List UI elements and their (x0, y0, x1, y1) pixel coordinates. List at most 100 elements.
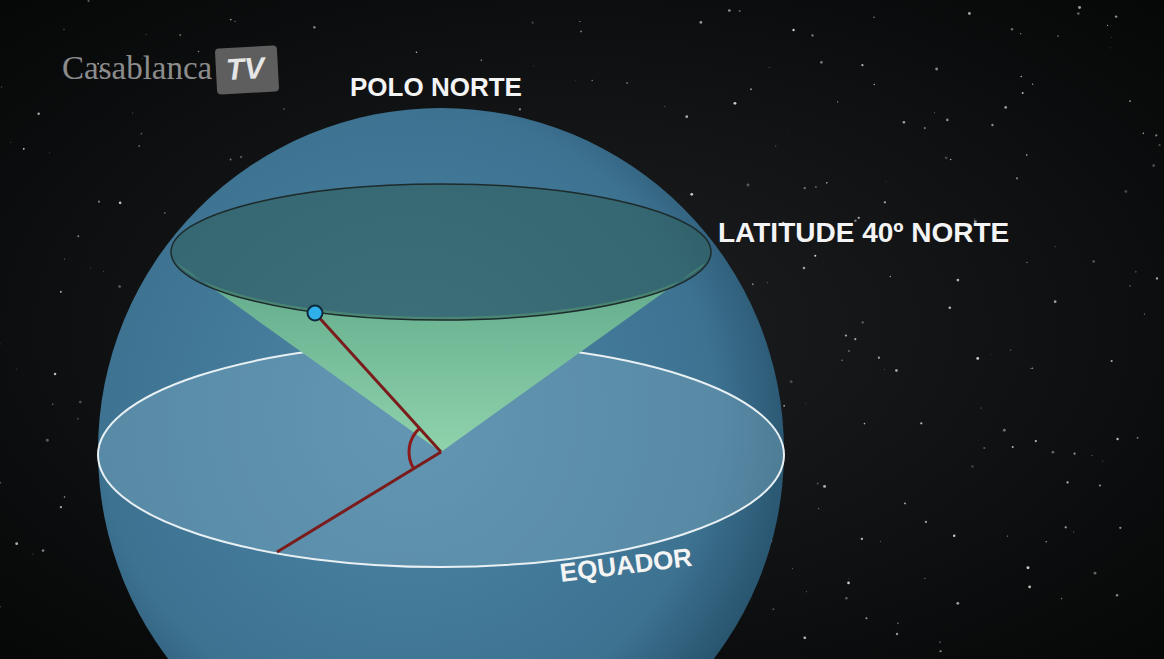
star (46, 439, 49, 442)
star (1011, 28, 1013, 30)
star (1010, 349, 1011, 350)
star (519, 108, 521, 110)
star (23, 148, 25, 150)
star (0, 482, 1, 484)
star (1144, 313, 1145, 314)
star (983, 447, 985, 449)
star (925, 578, 926, 579)
star (878, 357, 880, 359)
star (1119, 527, 1121, 529)
star (968, 12, 971, 15)
star (230, 19, 232, 21)
star (837, 101, 838, 102)
star (946, 119, 949, 122)
star (1007, 535, 1008, 536)
star (854, 338, 856, 340)
star (935, 68, 938, 71)
latitude-radius (315, 313, 441, 452)
star (98, 201, 100, 203)
star (532, 22, 534, 24)
star (940, 650, 942, 652)
star (54, 373, 57, 376)
star (690, 193, 693, 196)
star (77, 418, 79, 420)
star (841, 360, 842, 361)
star (940, 642, 941, 643)
star (1035, 440, 1037, 442)
star (1, 86, 3, 88)
star (580, 30, 582, 32)
angle-arc (409, 428, 420, 468)
star (0, 343, 1, 345)
star (747, 184, 750, 187)
star (575, 79, 577, 81)
star (102, 271, 104, 273)
star (1135, 271, 1137, 273)
star (1078, 6, 1081, 9)
star (991, 124, 993, 126)
star (179, 34, 181, 36)
star (920, 422, 922, 424)
star (145, 33, 147, 35)
star (752, 283, 754, 285)
star (818, 508, 819, 509)
star (826, 182, 828, 184)
star (230, 159, 232, 161)
star (971, 465, 974, 468)
star (873, 16, 874, 17)
star (924, 127, 926, 129)
star (945, 156, 948, 159)
star (1102, 461, 1103, 462)
star (792, 568, 793, 569)
star (811, 34, 813, 36)
star (1026, 154, 1028, 156)
star (1094, 572, 1097, 575)
star (976, 357, 979, 360)
star (1092, 455, 1093, 456)
star (1116, 438, 1118, 440)
star (699, 21, 702, 24)
star (734, 102, 737, 105)
star (885, 181, 887, 183)
star (1092, 260, 1094, 262)
star (728, 9, 731, 12)
star (0, 606, 1, 607)
star (1030, 368, 1031, 369)
star (240, 156, 243, 159)
star (1065, 526, 1067, 528)
star (532, 65, 534, 67)
star (416, 51, 418, 53)
latitude-label: LATITUDE 40º NORTE (718, 219, 1009, 247)
star (1155, 134, 1157, 136)
star (1073, 453, 1075, 455)
star (792, 29, 794, 31)
star (1003, 429, 1006, 432)
star (895, 369, 898, 372)
star (481, 60, 482, 61)
star (164, 212, 166, 214)
star (806, 591, 807, 592)
star (16, 368, 18, 370)
star (1057, 35, 1059, 37)
pole-label: POLO NORTE (350, 74, 522, 100)
star (884, 201, 886, 203)
star (991, 353, 993, 355)
star (313, 26, 316, 29)
star (769, 67, 770, 68)
star (283, 108, 285, 110)
star (814, 255, 816, 257)
star (953, 535, 955, 537)
star (949, 306, 952, 309)
star (750, 88, 752, 90)
star (1111, 360, 1113, 362)
star (90, 268, 91, 269)
logo-box (215, 45, 279, 94)
star (957, 279, 960, 282)
star (925, 521, 927, 523)
star (37, 113, 39, 115)
star (138, 145, 140, 147)
star (845, 597, 848, 600)
star (861, 538, 863, 540)
star (1066, 481, 1068, 483)
star (904, 503, 906, 505)
